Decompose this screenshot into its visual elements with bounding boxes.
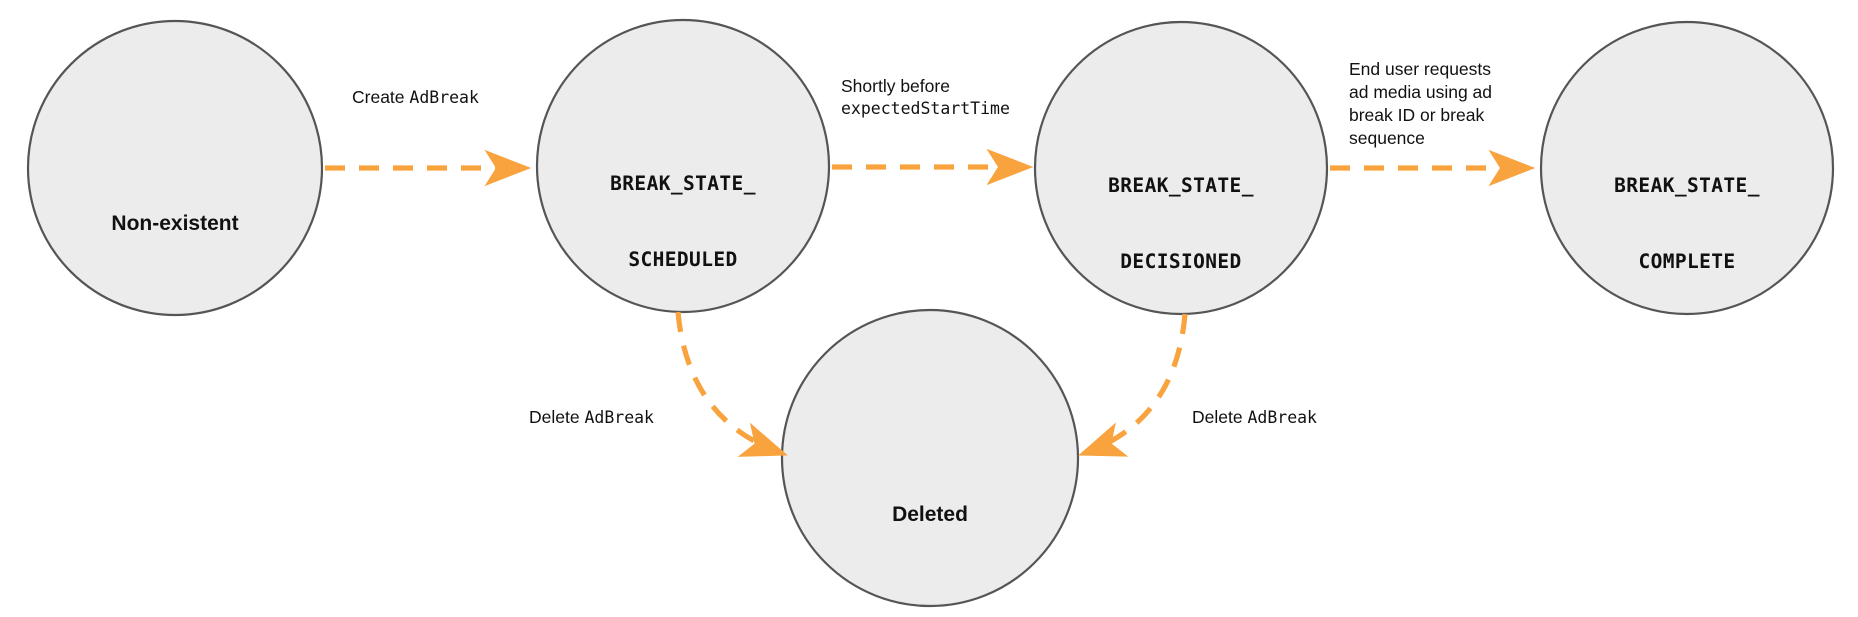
edge-label-delete-adbreak-from-scheduled: Delete AdBreak — [529, 406, 654, 429]
node-deleted[interactable] — [780, 308, 1080, 608]
edge-label-code: AdBreak — [409, 88, 479, 107]
edge-label-shortly-before-expected-start-time: Shortly before expectedStartTime — [841, 75, 1010, 120]
edge-label-text: Create — [352, 87, 410, 107]
node-break-complete[interactable] — [1539, 20, 1835, 316]
edge-delete-adbreak-from-scheduled — [675, 311, 788, 457]
edge-label-text: Delete — [529, 407, 585, 427]
edge-label-create-adbreak: Create AdBreak — [352, 86, 479, 109]
node-break-decisioned[interactable] — [1033, 20, 1329, 316]
edge-label-text: Delete — [1192, 407, 1248, 427]
edge-label-text: End user requests ad media using ad brea… — [1349, 59, 1493, 149]
edge-label-code: AdBreak — [1247, 408, 1317, 427]
edge-label-code: expectedStartTime — [841, 99, 1010, 119]
edge-label-text: Shortly before — [841, 76, 950, 96]
node-break-scheduled[interactable] — [535, 18, 831, 314]
node-non-existent[interactable] — [26, 19, 324, 317]
edge-label-end-user-requests-ad-media: End user requests ad media using ad brea… — [1349, 35, 1492, 150]
edge-delete-adbreak-from-decisioned — [1078, 313, 1188, 457]
edge-label-delete-adbreak-from-decisioned: Delete AdBreak — [1192, 406, 1317, 429]
edge-label-code: AdBreak — [584, 408, 654, 427]
